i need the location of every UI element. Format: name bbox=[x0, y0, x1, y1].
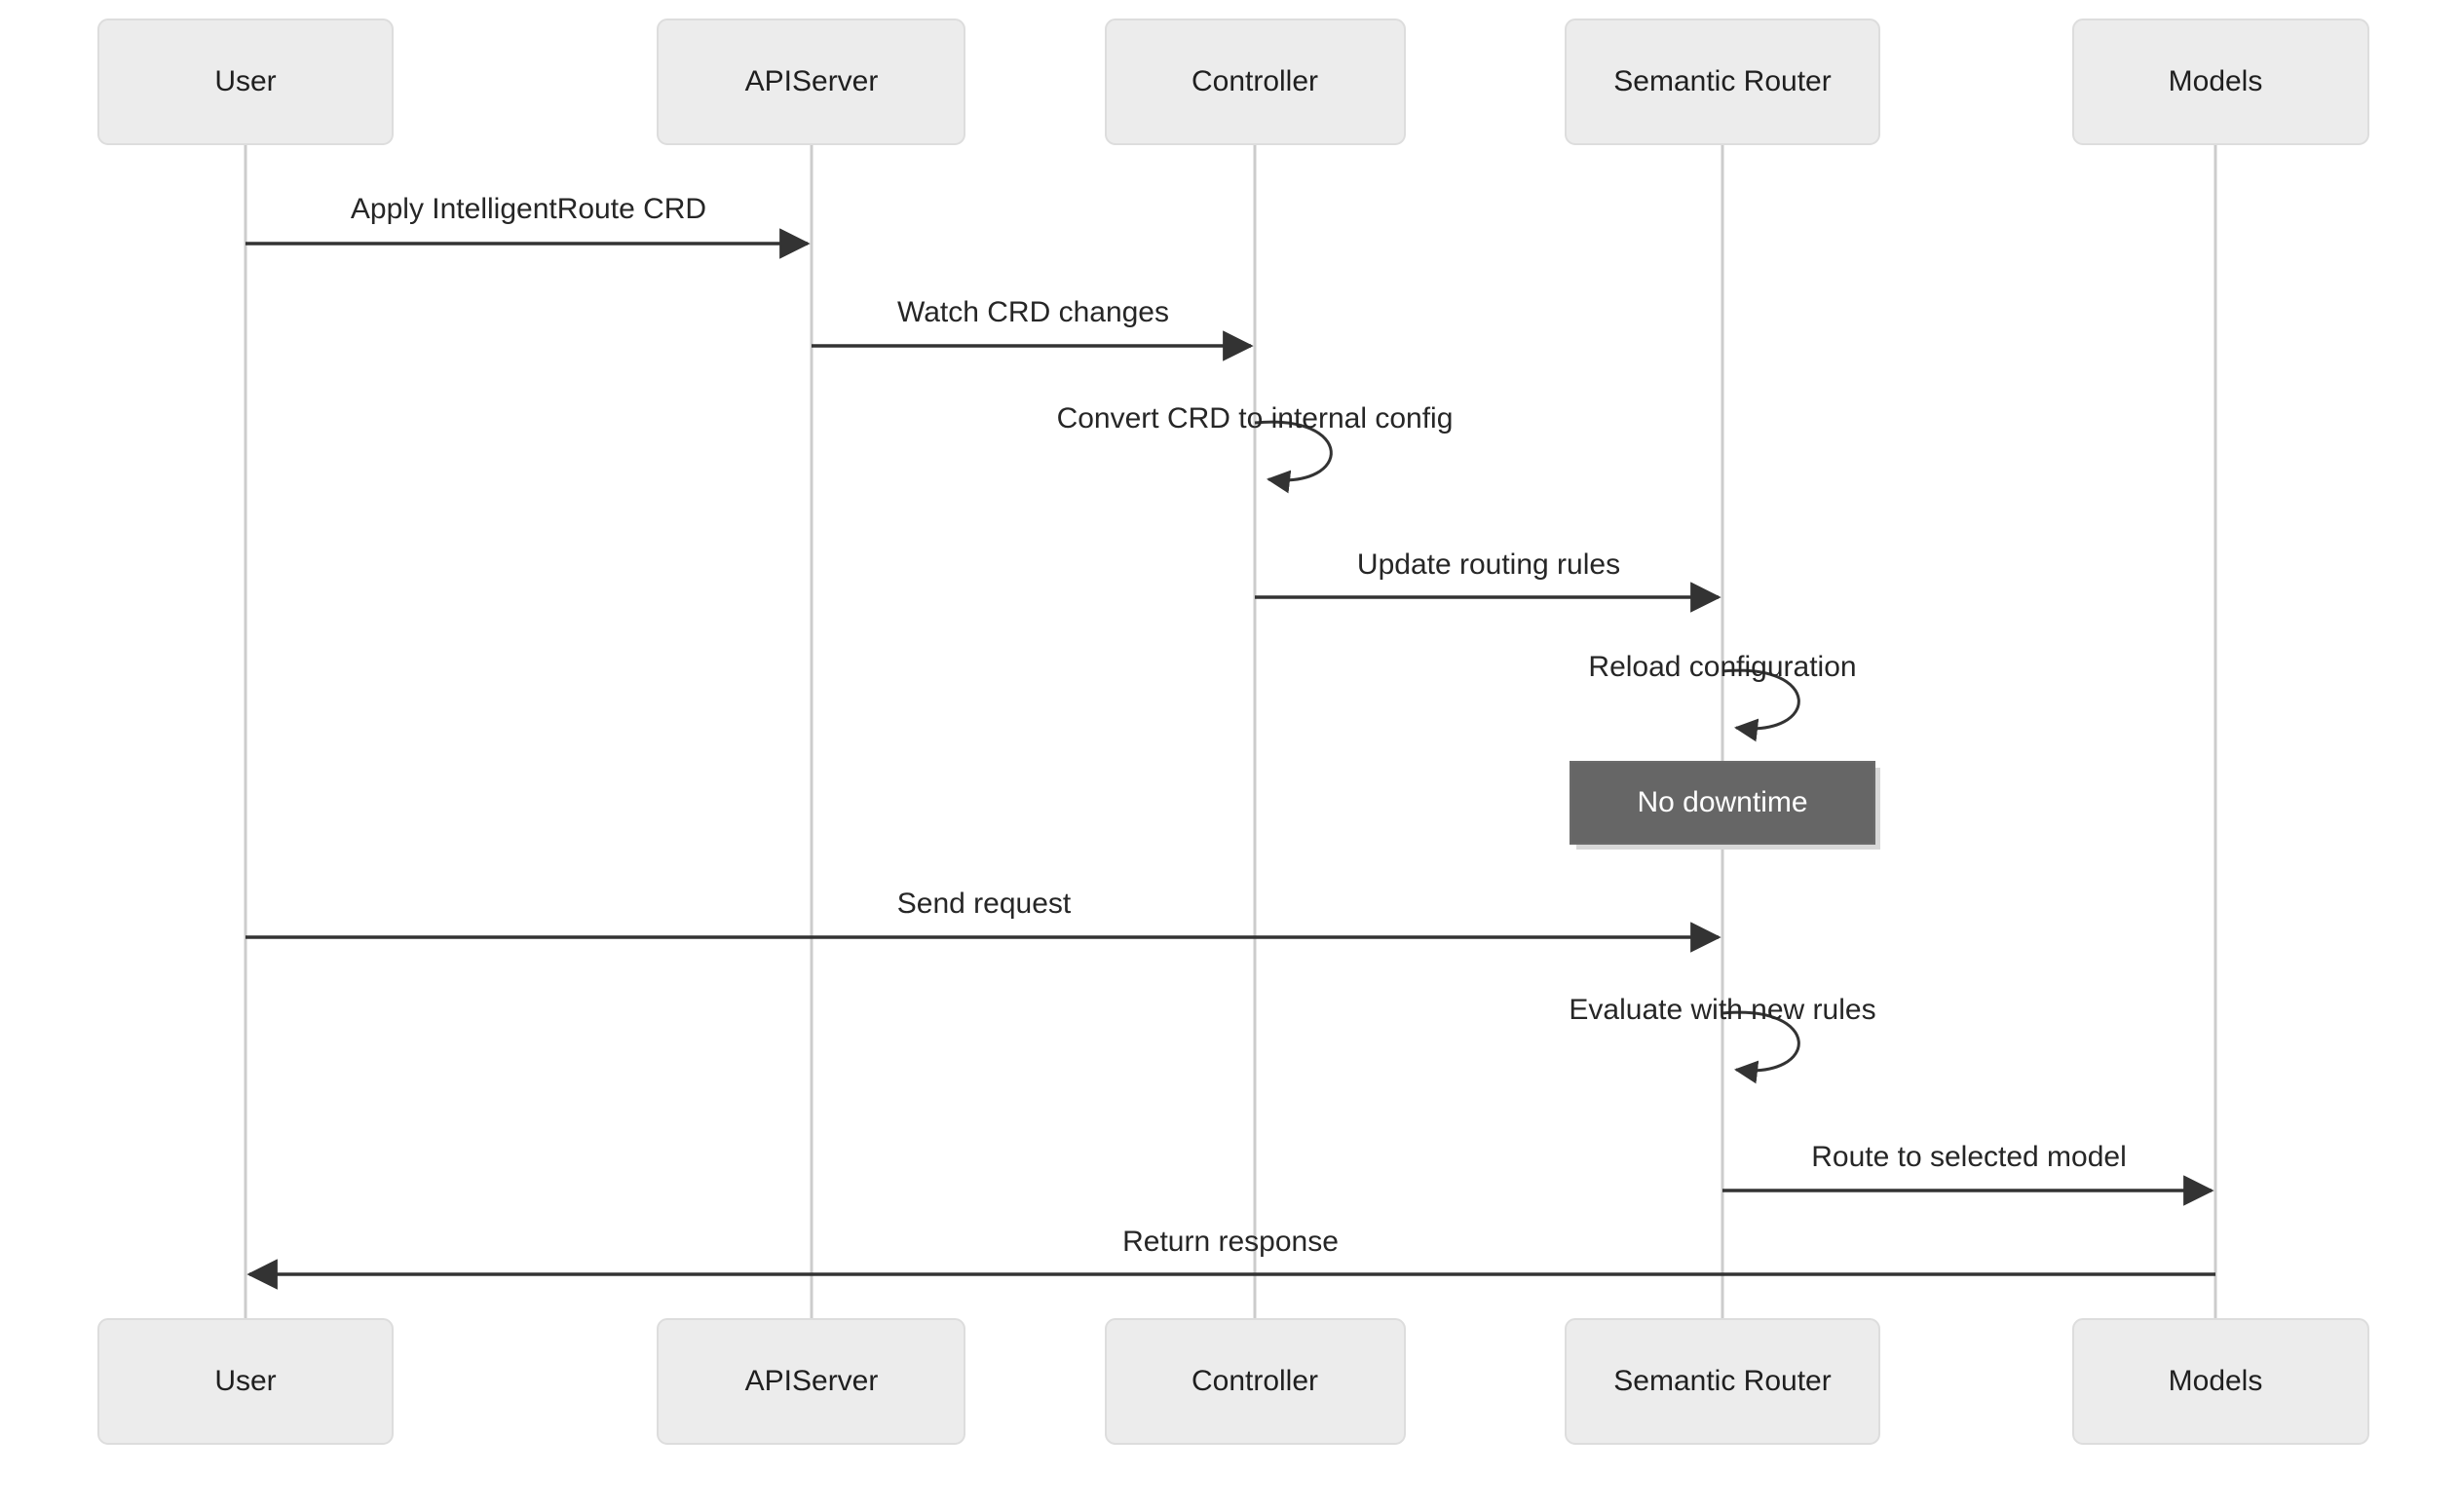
message-8: Return response bbox=[246, 1226, 2215, 1290]
message-label: Update routing rules bbox=[1357, 548, 1620, 581]
participant-label-apiserver: APIServer bbox=[745, 65, 879, 97]
participant-label-apiserver: APIServer bbox=[745, 1365, 879, 1397]
message-loop-path bbox=[1721, 1010, 1800, 1084]
note-box bbox=[1570, 761, 1875, 845]
participant-label-models: Models bbox=[2169, 65, 2263, 97]
participant-box-router bbox=[1565, 19, 1880, 145]
message-7: Route to selected model bbox=[1722, 1141, 2214, 1206]
notes-layer: No downtime bbox=[1570, 761, 1880, 850]
participant-models-bottom[interactable]: Models bbox=[2072, 1318, 2369, 1445]
message-label: Apply IntelligentRoute CRD bbox=[351, 193, 706, 225]
lifelines-layer bbox=[244, 144, 2217, 1319]
participant-box-user bbox=[97, 1318, 394, 1445]
participant-box-apiserver bbox=[657, 1318, 965, 1445]
participant-label-router: Semantic Router bbox=[1613, 1365, 1831, 1397]
message-loop-path bbox=[1254, 420, 1333, 494]
participant-box-models bbox=[2072, 1318, 2369, 1445]
no-downtime-note: No downtime bbox=[1570, 761, 1880, 850]
message-label: Convert CRD to internal config bbox=[1057, 402, 1454, 435]
message-label: Route to selected model bbox=[1811, 1141, 2127, 1173]
participant-user-bottom[interactable]: User bbox=[97, 1318, 394, 1445]
participant-label-controller: Controller bbox=[1192, 1365, 1318, 1397]
message-label: Return response bbox=[1122, 1226, 1339, 1258]
message-loop-path bbox=[1721, 668, 1800, 742]
participant-user-top[interactable]: User bbox=[97, 19, 394, 145]
message-5: Send request bbox=[246, 888, 1721, 953]
participant-box-apiserver bbox=[657, 19, 965, 145]
participant-box-controller bbox=[1105, 1318, 1406, 1445]
message-0: Apply IntelligentRoute CRD bbox=[246, 193, 811, 259]
participant-box-models bbox=[2072, 19, 2369, 145]
participant-router-bottom[interactable]: Semantic Router bbox=[1565, 1318, 1880, 1445]
participant-apiserver-top[interactable]: APIServer bbox=[657, 19, 965, 145]
participants-top-layer: User APIServer Controller Semantic Router Mo… bbox=[97, 19, 2369, 145]
participant-label-models: Models bbox=[2169, 1365, 2263, 1397]
message-label: Watch CRD changes bbox=[897, 296, 1169, 328]
message-label: Reload configuration bbox=[1588, 651, 1856, 683]
participant-box-user bbox=[97, 19, 394, 145]
message-label: Evaluate with new rules bbox=[1569, 994, 1875, 1026]
participant-label-user: User bbox=[214, 1365, 276, 1397]
message-6: Evaluate with new rules bbox=[1569, 994, 1876, 1084]
participant-controller-bottom[interactable]: Controller bbox=[1105, 1318, 1406, 1445]
participant-router-top[interactable]: Semantic Router bbox=[1565, 19, 1880, 145]
participant-models-top[interactable]: Models bbox=[2072, 19, 2369, 145]
message-4: Reload configuration bbox=[1588, 651, 1857, 742]
participant-apiserver-bottom[interactable]: APIServer bbox=[657, 1318, 965, 1445]
note-label: No downtime bbox=[1637, 786, 1807, 818]
message-label: Send request bbox=[897, 888, 1072, 920]
participant-label-user: User bbox=[214, 65, 276, 97]
participants-bottom-layer: User APIServer Controller Semantic Router Mo… bbox=[97, 1318, 2369, 1445]
message-2: Convert CRD to internal config bbox=[1057, 402, 1454, 494]
messages-layer: Apply IntelligentRoute CRD Watch CRD chan… bbox=[246, 193, 2215, 1290]
participant-controller-top[interactable]: Controller bbox=[1105, 19, 1406, 145]
message-1: Watch CRD changes bbox=[812, 296, 1254, 361]
participant-label-router: Semantic Router bbox=[1613, 65, 1831, 97]
participant-label-controller: Controller bbox=[1192, 65, 1318, 97]
message-3: Update routing rules bbox=[1255, 548, 1721, 613]
participant-box-router bbox=[1565, 1318, 1880, 1445]
participant-box-controller bbox=[1105, 19, 1406, 145]
